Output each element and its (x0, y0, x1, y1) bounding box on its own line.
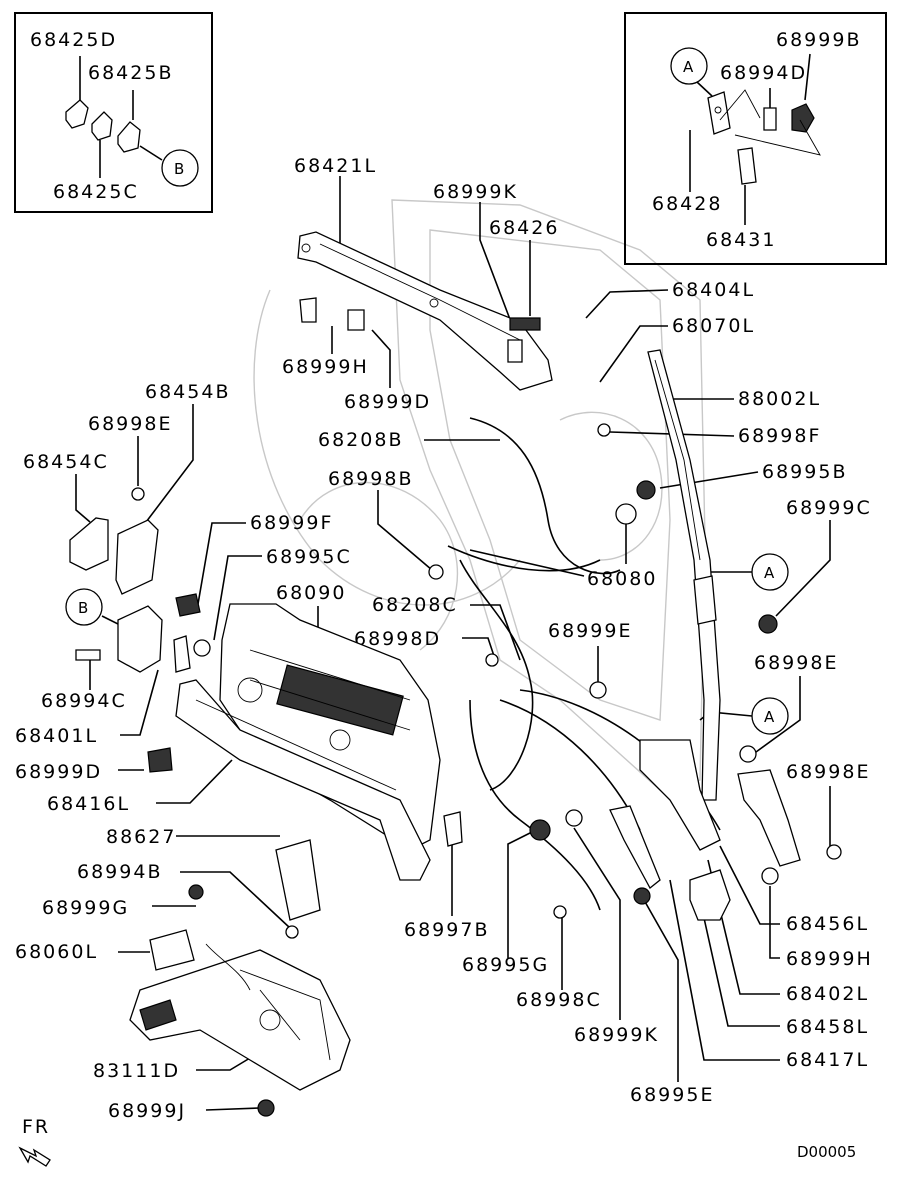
callout-b-label: B (174, 160, 184, 178)
part-label-68208c: 68208C (372, 594, 458, 616)
main-callouts: B A A (65, 553, 789, 735)
part-label-68994b: 68994B (77, 861, 162, 883)
part-label-68080: 68080 (587, 568, 657, 590)
part-label-68999d-top: 68999D (344, 391, 431, 413)
part-label-68999e: 68999E (548, 620, 632, 642)
main-labels: 68421L 68999K 68426 68404L 68070L 88002L… (15, 155, 873, 1122)
part-label-68060l: 68060L (15, 941, 98, 963)
part-label-68456l: 68456L (786, 913, 869, 935)
part-label-68994c: 68994C (41, 690, 127, 712)
part-label-68431: 68431 (706, 229, 776, 251)
callout-a-label: A (683, 58, 694, 76)
fasteners (188, 423, 842, 1117)
leader-lines (75, 176, 831, 1111)
cables (447, 417, 721, 911)
diagram-id: D00005 (797, 1143, 856, 1161)
front-direction-indicator: FR (18, 1116, 51, 1167)
callout-circle-b (161, 149, 199, 187)
inset-box-b: 68425D 68425B 68425C B (14, 12, 213, 213)
rear-channel-88002l (647, 349, 721, 801)
part-label-68998b: 68998B (328, 468, 413, 490)
part-label-68454c: 68454C (23, 451, 109, 473)
lower-right-parts (609, 739, 801, 921)
part-label-68401l: 68401L (15, 725, 98, 747)
part-label-68999f: 68999F (250, 512, 333, 534)
part-label-68425c: 68425C (53, 181, 139, 203)
part-label-68999k-top: 68999K (433, 181, 518, 203)
part-label-68998e-right-b: 68998E (786, 761, 870, 783)
part-label-68998e-left: 68998E (88, 413, 172, 435)
part-label-68999g: 68999G (42, 897, 129, 919)
part-label-68999h-bottom: 68999H (786, 948, 873, 970)
part-label-88627: 88627 (106, 826, 176, 848)
callout-a-lower-label: A (764, 708, 775, 726)
part-label-68416l: 68416L (47, 793, 130, 815)
part-label-68998e-right-a: 68998E (754, 652, 838, 674)
part-label-68997b: 68997B (404, 919, 489, 941)
part-label-68998f: 68998F (738, 425, 821, 447)
part-label-68402l: 68402L (786, 983, 869, 1005)
part-label-68999d-left: 68999D (15, 761, 102, 783)
lower-rail-68416l (175, 679, 431, 881)
part-label-68421l: 68421L (294, 155, 377, 177)
front-direction-label: FR (22, 1116, 50, 1138)
part-label-68070l: 68070L (672, 315, 755, 337)
part-label-68458l: 68458L (786, 1016, 869, 1038)
inside-handle-83111d (129, 839, 351, 1091)
part-label-68425d: 68425D (30, 29, 117, 51)
part-label-68208b: 68208B (318, 429, 403, 451)
door-module-68090 (219, 603, 441, 851)
part-label-68995e: 68995E (630, 1084, 714, 1106)
inset-box-a: A 68999B 68994D 68428 68431 (624, 12, 887, 265)
part-label-68428: 68428 (652, 193, 722, 215)
part-label-68417l: 68417L (786, 1049, 869, 1071)
callout-a-upper-label: A (764, 564, 775, 582)
part-label-68995g: 68995G (462, 954, 549, 976)
part-label-68404l: 68404L (672, 279, 755, 301)
part-label-68995b: 68995B (762, 461, 847, 483)
upper-rail-68421l (297, 231, 553, 391)
callout-circle-a (670, 47, 708, 85)
part-label-68425b: 68425B (88, 62, 173, 84)
part-label-83111d: 83111D (93, 1060, 180, 1082)
part-label-68994d: 68994D (720, 62, 807, 84)
part-label-68999h-top: 68999H (282, 356, 369, 378)
part-label-68999b: 68999B (776, 29, 861, 51)
part-label-68998d: 68998D (354, 628, 441, 650)
part-label-68999j: 68999J (108, 1100, 186, 1122)
part-label-68999k-bottom: 68999K (574, 1024, 659, 1046)
part-label-68999c: 68999C (786, 497, 872, 519)
part-label-68454b: 68454B (145, 381, 230, 403)
callout-b-main-label: B (78, 599, 88, 617)
callout-circle-b-main (65, 588, 103, 626)
part-label-68426: 68426 (489, 217, 559, 239)
part-label-68090: 68090 (276, 582, 346, 604)
part-label-88002l: 88002L (738, 388, 821, 410)
front-arrow-icon (18, 1146, 51, 1167)
part-label-68998c: 68998C (516, 989, 602, 1011)
left-hinges (69, 487, 211, 773)
part-label-68995c: 68995C (266, 546, 352, 568)
